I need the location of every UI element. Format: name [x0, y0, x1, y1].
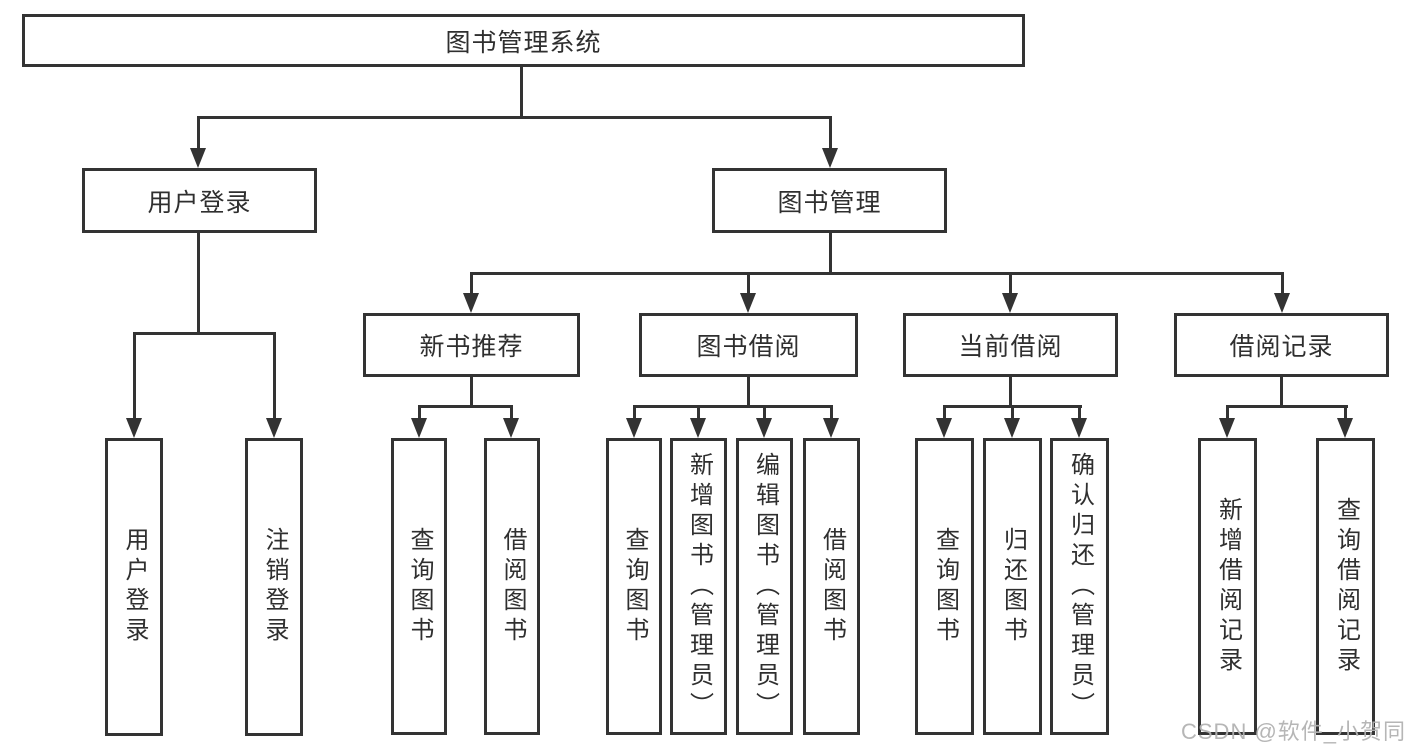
node-label: 新书推荐: [419, 333, 524, 361]
leaf-borrow-books-2: 借阅图书: [803, 438, 860, 735]
arrowhead-down: [190, 148, 206, 168]
arrowhead-down: [740, 293, 756, 313]
arrowhead-down: [503, 418, 519, 438]
arrowhead-down: [1004, 418, 1020, 438]
connector-drop: [1344, 405, 1347, 420]
connector-root-vline: [520, 67, 523, 118]
node-book-borrowing: 图书借阅: [639, 313, 858, 377]
node-book-management: 图书管理: [712, 168, 947, 233]
arrowhead-down: [936, 418, 952, 438]
node-new-book-recommend: 新书推荐: [363, 313, 580, 377]
connector-drop-borrowing-records: [1281, 272, 1284, 295]
connector-drop-book-borrowing: [747, 272, 750, 295]
connector-drop: [830, 405, 833, 420]
arrowhead-down: [690, 418, 706, 438]
arrowhead-down: [1337, 418, 1353, 438]
connector-level3-hline: [470, 272, 1284, 275]
connector-userlogin-vline: [197, 233, 200, 335]
leaf-borrow-books: 借阅图书: [484, 438, 540, 735]
leaf-label: 新增图书（管理员）: [685, 451, 713, 722]
arrowhead-down: [411, 418, 427, 438]
node-user-login: 用户登录: [82, 168, 317, 233]
leaf-query-books-2: 查询图书: [606, 438, 662, 735]
arrowhead-down: [463, 293, 479, 313]
connector-newbook-vline: [470, 377, 473, 408]
connector-bookborrow-vline: [747, 377, 750, 408]
arrowhead-down: [1071, 418, 1087, 438]
arrowhead-down: [1002, 293, 1018, 313]
leaf-confirm-return-admin: 确认归还（管理员）: [1050, 438, 1109, 735]
connector-newbook-hline: [418, 405, 513, 408]
connector-records-vline: [1280, 377, 1283, 408]
csdn-watermark: CSDN @软件_小贺同学: [1181, 719, 1405, 744]
connector-drop: [1078, 405, 1081, 420]
connector-drop: [943, 405, 946, 420]
connector-level2-hline: [197, 116, 832, 119]
connector-drop: [763, 405, 766, 420]
leaf-label: 查询图书: [931, 526, 959, 647]
node-label: 图书管理: [777, 188, 882, 217]
leaf-logout: 注销登录: [245, 438, 303, 736]
connector-drop-new-book: [470, 272, 473, 295]
leaf-query-borrow-record: 查询借阅记录: [1316, 438, 1375, 735]
arrowhead-down: [1219, 418, 1235, 438]
leaf-label: 查询图书: [406, 526, 433, 647]
arrowhead-down: [756, 418, 772, 438]
connector-drop: [1011, 405, 1014, 420]
leaf-label: 新增借阅记录: [1214, 496, 1242, 677]
arrowhead-down: [266, 418, 282, 438]
node-label: 用户登录: [147, 188, 252, 217]
leaf-label: 确认归还（管理员）: [1066, 451, 1094, 722]
arrowhead-down: [822, 148, 838, 168]
connector-drop: [697, 405, 700, 420]
node-label: 图书借阅: [696, 333, 801, 361]
connector-bookborrow-hline: [633, 405, 833, 408]
arrowhead-down: [626, 418, 642, 438]
node-label: 借阅记录: [1229, 333, 1334, 361]
connector-drop-leaf-logout: [273, 332, 276, 418]
node-borrowing-records: 借阅记录: [1174, 313, 1389, 377]
connector-currentborrow-vline: [1009, 377, 1012, 408]
leaf-label: 注销登录: [261, 527, 288, 647]
connector-drop: [633, 405, 636, 420]
leaf-query-books-3: 查询图书: [915, 438, 974, 735]
leaf-label: 编辑图书（管理员）: [751, 451, 779, 722]
leaf-query-books: 查询图书: [391, 438, 447, 735]
leaf-label: 查询借阅记录: [1332, 496, 1360, 677]
connector-userlogin-hline: [133, 332, 276, 335]
leaf-label: 查询图书: [621, 526, 648, 647]
node-label: 当前借阅: [958, 333, 1063, 361]
connector-drop-user-login: [197, 116, 200, 150]
arrowhead-down: [126, 418, 142, 438]
connector-drop-book-management: [829, 116, 832, 150]
connector-records-hline: [1226, 405, 1348, 408]
leaf-label: 借阅图书: [818, 526, 846, 647]
connector-drop: [1226, 405, 1229, 420]
arrowhead-down: [1274, 293, 1290, 313]
connector-drop-current-borrowing: [1009, 272, 1012, 295]
leaf-label: 归还图书: [999, 526, 1027, 647]
node-current-borrowing: 当前借阅: [903, 313, 1118, 377]
connector-drop-leaf-user-login: [133, 332, 136, 418]
leaf-add-book-admin: 新增图书（管理员）: [670, 438, 727, 735]
node-library-system: 图书管理系统: [22, 14, 1025, 67]
leaf-label: 借阅图书: [499, 526, 526, 647]
arrowhead-down: [823, 418, 839, 438]
node-label: 图书管理系统: [445, 28, 602, 57]
leaf-return-books: 归还图书: [983, 438, 1042, 735]
leaf-edit-book-admin: 编辑图书（管理员）: [736, 438, 793, 735]
connector-drop: [418, 405, 421, 420]
leaf-add-borrow-record: 新增借阅记录: [1198, 438, 1257, 735]
connector-drop: [510, 405, 513, 420]
leaf-user-login: 用户登录: [105, 438, 163, 736]
leaf-label: 用户登录: [121, 527, 148, 647]
connector-bookmgmt-vline: [829, 233, 832, 275]
